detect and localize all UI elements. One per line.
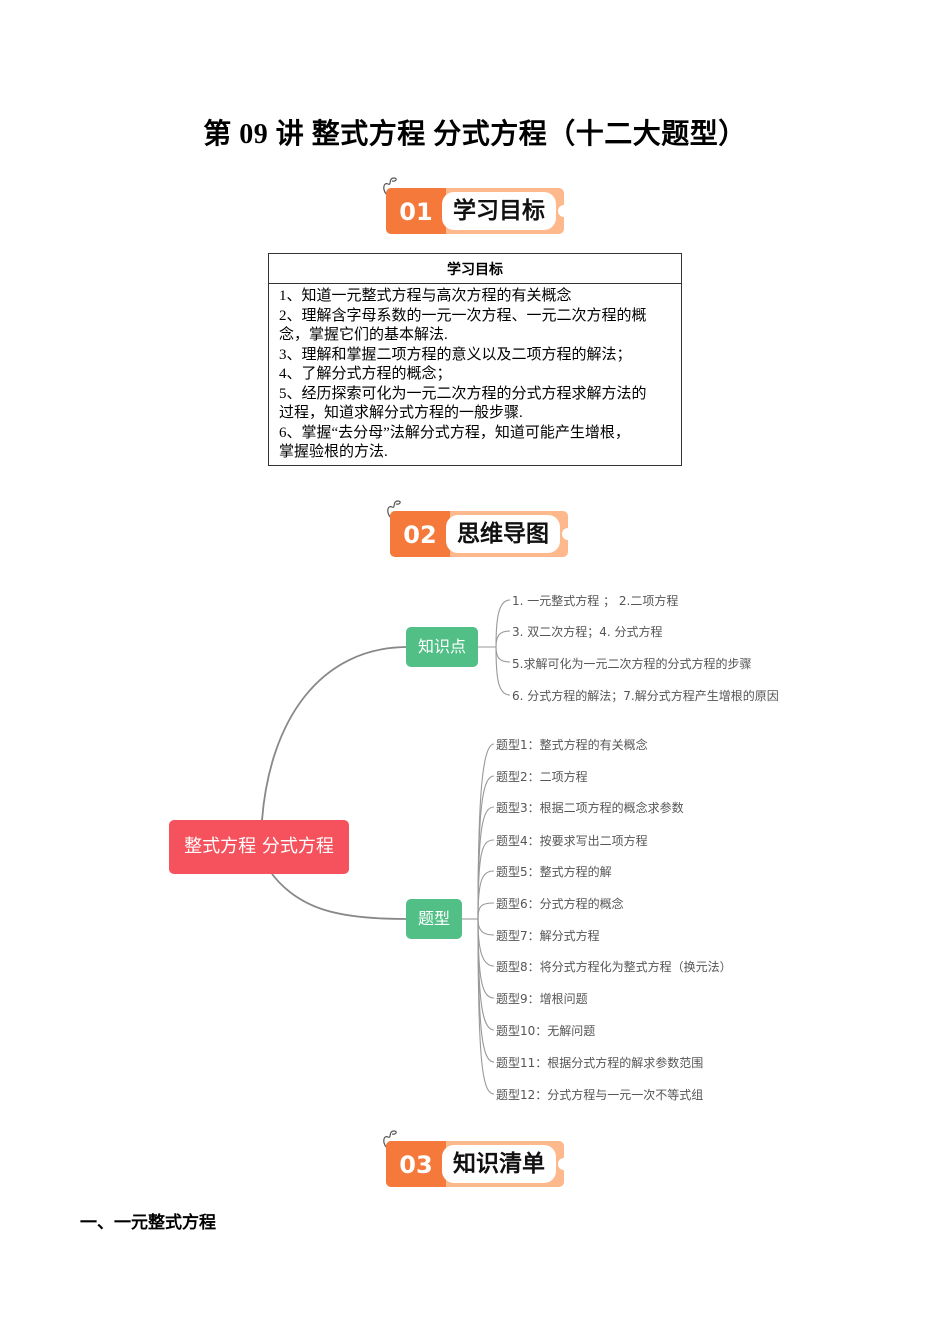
goal-line: 3、理解和掌握二项方程的意义以及二项方程的解法； — [279, 346, 632, 363]
goal-line: 6、掌握“去分母”法解分式方程，知道可能产生增根， — [279, 424, 630, 441]
mindmap-leaf: 题型9：增根问题 — [496, 992, 588, 1006]
mindmap-leaf: 题型2：二项方程 — [496, 770, 588, 784]
goal-line: 4、了解分式方程的概念； — [279, 366, 452, 382]
mindmap-leaf: 题型5：整式方程的解 — [496, 865, 612, 879]
ribbon-curl-icon — [387, 500, 401, 518]
goal-line: 念，掌握它们的基本解法. — [279, 327, 448, 343]
mindmap-leaf: 1. 一元整式方程 ； 2.二项方程 — [512, 594, 679, 608]
goal-line: 2、理解含字母系数的一元一次方程、一元二次方程的概 — [279, 307, 647, 324]
goals-body: 1、知道一元整式方程与高次方程的有关概念 2、理解含字母系数的一元一次方程、一元… — [268, 283, 682, 466]
goal-line: 过程，知道求解分式方程的一般步骤. — [279, 405, 523, 421]
section-badge-02: 02 思维导图 — [384, 497, 574, 559]
section-number: 01 — [386, 188, 446, 234]
mindmap-leaf: 题型11：根据分式方程的解求参数范围 — [496, 1056, 704, 1070]
ribbon-curl-icon — [383, 1130, 397, 1148]
section-label: 学习目标 — [442, 192, 556, 230]
section-label: 思维导图 — [446, 515, 560, 553]
page-title: 第 09 讲 整式方程 分式方程（十二大题型） — [203, 119, 747, 150]
mindmap-leaf: 题型1：整式方程的有关概念 — [496, 738, 648, 752]
mindmap-root-node: 整式方程 分式方程 — [169, 820, 349, 874]
mindmap-leaf: 题型10：无解问题 — [496, 1024, 596, 1038]
mindmap-leaf: 题型4：按要求写出二项方程 — [496, 834, 648, 848]
mindmap-leaf: 题型8：将分式方程化为整式方程（换元法） — [496, 960, 732, 974]
goal-line: 掌握验根的方法. — [279, 444, 388, 460]
section-number: 02 — [390, 511, 450, 557]
mindmap-branch-knowledge: 知识点 — [406, 627, 478, 667]
mindmap-leaf: 3. 双二次方程；4. 分式方程 — [512, 625, 663, 639]
mindmap-leaf: 题型7：解分式方程 — [496, 929, 600, 943]
goal-line: 1、知道一元整式方程与高次方程的有关概念 — [279, 288, 572, 304]
section-heading: 一、一元整式方程 — [80, 1213, 216, 1233]
mindmap-branch-question-types: 题型 — [406, 899, 462, 939]
section-label: 知识清单 — [442, 1145, 556, 1183]
goal-line: 5、经历探索可化为一元二次方程的分式方程求解方法的 — [279, 385, 647, 402]
goals-header: 学习目标 — [268, 253, 682, 284]
mindmap-leaf: 题型12：分式方程与一元一次不等式组 — [496, 1088, 704, 1102]
mindmap-leaf: 6. 分式方程的解法；7.解分式方程产生增根的原因 — [512, 689, 779, 703]
learning-goals-table: 学习目标 1、知道一元整式方程与高次方程的有关概念 2、理解含字母系数的一元一次… — [268, 253, 682, 466]
mindmap-leaf: 题型6：分式方程的概念 — [496, 897, 624, 911]
mindmap-leaf: 题型3：根据二项方程的概念求参数 — [496, 801, 684, 815]
section-badge-03: 03 知识清单 — [380, 1127, 570, 1189]
section-badge-01: 01 学习目标 — [380, 174, 570, 236]
section-number: 03 — [386, 1141, 446, 1187]
ribbon-curl-icon — [383, 177, 397, 195]
mindmap-leaf: 5.求解可化为一元二次方程的分式方程的步骤 — [512, 657, 752, 671]
